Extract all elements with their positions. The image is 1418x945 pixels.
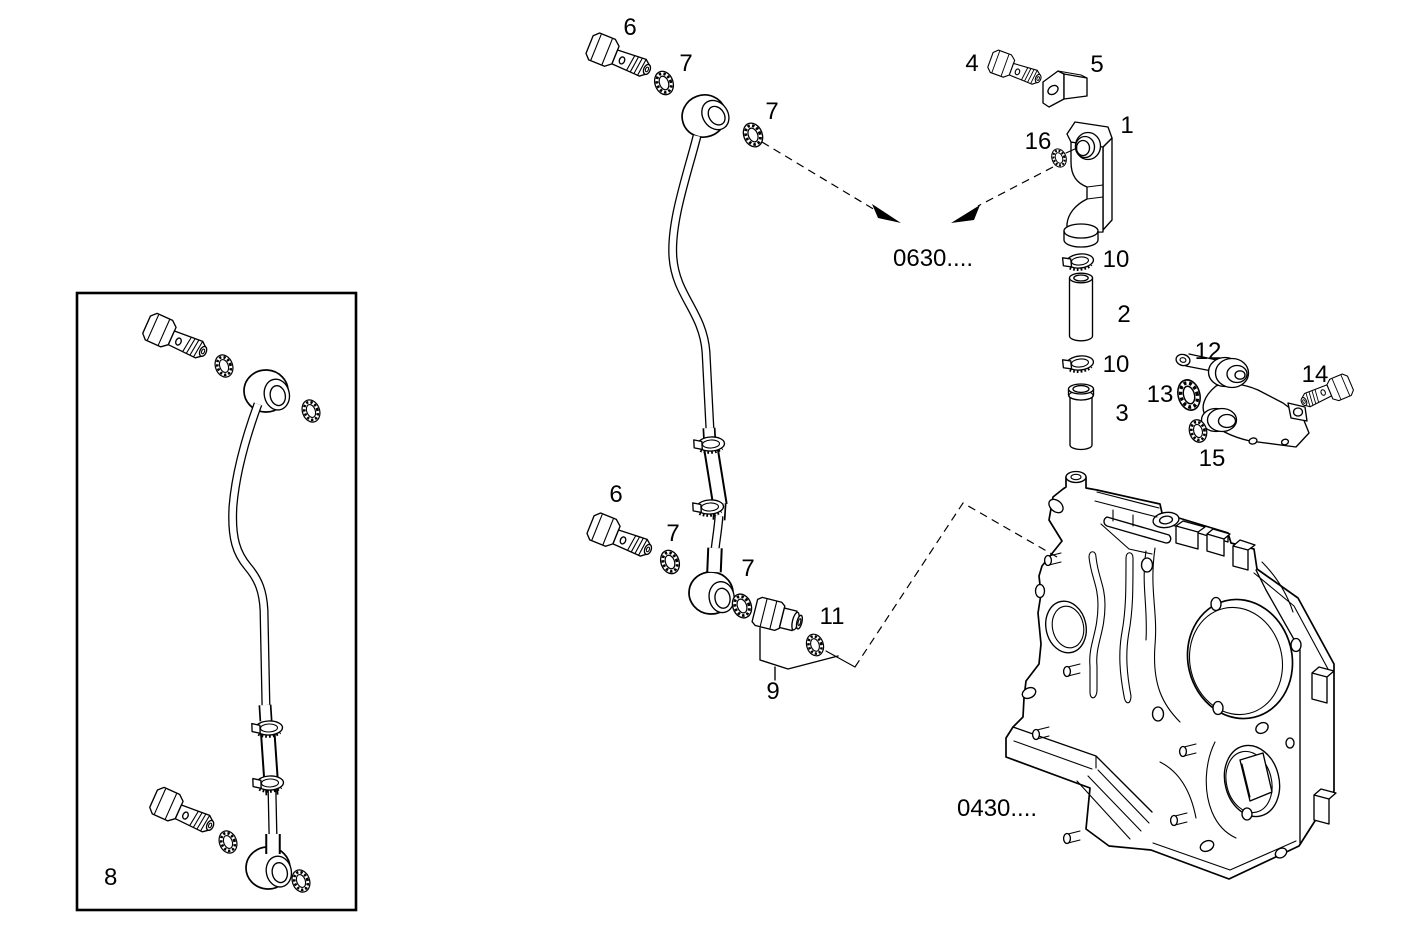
- callout-9-bracket: [759, 627, 839, 681]
- seal-ring-16: [1048, 145, 1070, 171]
- clamp-10-top: [1061, 251, 1096, 273]
- elbow-connector-1-drawing: [1063, 121, 1113, 248]
- callout-9[interactable]: 9: [766, 678, 779, 705]
- leader-dashed-to-case: [854, 502, 1058, 668]
- banjo-bolt-top: [140, 310, 214, 366]
- seal-ring-7: [738, 118, 768, 152]
- inset-box: 8: [75, 291, 358, 912]
- callout-7-bottom-a[interactable]: 7: [666, 520, 679, 547]
- callout-16[interactable]: 16: [1025, 128, 1052, 155]
- seal-ring: [210, 351, 238, 381]
- tube-3-drawing: [1067, 383, 1095, 451]
- arrowhead-left-icon: [872, 204, 901, 223]
- hose-clamp-icon: [692, 435, 727, 455]
- callout-12[interactable]: 12: [1195, 338, 1222, 365]
- seal-ring: [297, 396, 325, 426]
- elbow-connector-group: 4 5 1 16: [965, 48, 1134, 248]
- tube-2-drawing: [1068, 272, 1094, 342]
- seal-ring-7: [656, 546, 684, 578]
- callout-6-bottom[interactable]: 6: [609, 481, 622, 508]
- bracket-12-drawing: [1175, 353, 1310, 448]
- leader-dashed-right: [977, 166, 1054, 207]
- callout-7-top-a[interactable]: 7: [679, 50, 692, 77]
- center-pipe-assembly: 6 7 7 6 7 7 11 9: [583, 14, 845, 705]
- callout-5[interactable]: 5: [1090, 51, 1103, 78]
- callout-3[interactable]: 3: [1115, 400, 1128, 427]
- banjo-union-top: [242, 368, 295, 415]
- hose-clamp-icon: [691, 498, 726, 518]
- callout-7-top-b[interactable]: 7: [765, 98, 778, 125]
- callout-10-bottom[interactable]: 10: [1103, 351, 1130, 378]
- ref-0630[interactable]: 0630....: [893, 245, 973, 272]
- seal-ring: [287, 866, 315, 896]
- inset-frame: [75, 291, 358, 912]
- seal-ring-13: [1172, 375, 1206, 415]
- arrowhead-right-icon: [951, 205, 980, 223]
- callout-10-top[interactable]: 10: [1103, 246, 1130, 273]
- callout-13[interactable]: 13: [1147, 381, 1174, 408]
- callout-1[interactable]: 1: [1120, 112, 1133, 139]
- leader-dashed-left: [761, 141, 881, 214]
- support-bracket-group: 12 13 14 15: [1147, 338, 1356, 472]
- tube-stack-group: 10 2 10 3: [1061, 246, 1131, 451]
- banjo-union-bottom: [686, 568, 741, 618]
- callout-6-top[interactable]: 6: [623, 14, 636, 41]
- bracket-5-drawing: [1042, 70, 1088, 108]
- callout-7-bottom-b[interactable]: 7: [741, 555, 754, 582]
- callout-11[interactable]: 11: [820, 603, 845, 630]
- union-fitting-9-drawing: [751, 596, 804, 632]
- seal-ring-7: [650, 67, 678, 99]
- callout-15[interactable]: 15: [1199, 445, 1226, 472]
- banjo-union-top: [675, 86, 738, 145]
- callout-2[interactable]: 2: [1117, 301, 1130, 328]
- callout-4[interactable]: 4: [965, 50, 978, 77]
- bolt-4: [985, 48, 1046, 90]
- reference-leaders: 0630.... 0430....: [761, 141, 1058, 822]
- callout-8[interactable]: 8: [104, 864, 117, 891]
- banjo-bolt-6-bottom: [584, 510, 658, 564]
- hose-clamp-icon: [251, 774, 286, 794]
- banjo-bolt-6-top: [583, 30, 657, 84]
- banjo-bolt-bottom: [147, 784, 221, 840]
- ref-0430[interactable]: 0430....: [957, 795, 1037, 822]
- seal-ring-11: [802, 630, 828, 660]
- case-crank-opening: [1045, 600, 1087, 654]
- timing-case-drawing: [1005, 470, 1337, 880]
- part-8-pipe-drawing: [140, 310, 325, 896]
- hose-clamp-icon: [250, 719, 285, 739]
- case-right-wall: [1255, 569, 1301, 844]
- seal-ring: [214, 827, 242, 857]
- callout-14[interactable]: 14: [1302, 361, 1329, 388]
- clamp-10-bottom: [1061, 353, 1096, 375]
